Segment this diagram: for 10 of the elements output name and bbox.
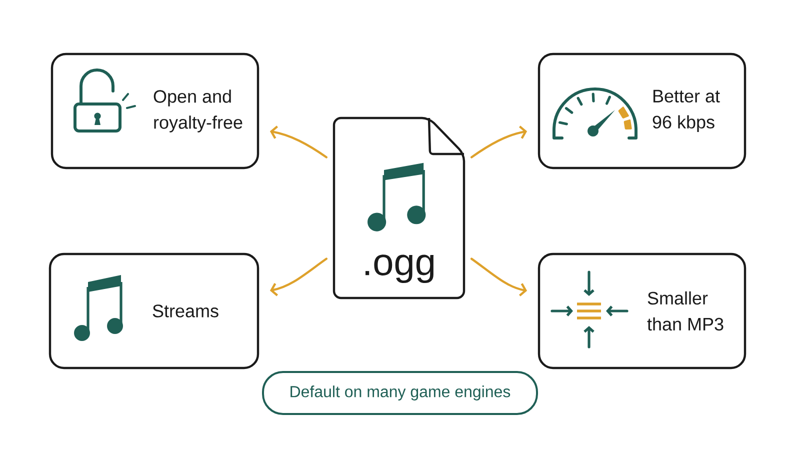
feature-card: Open and royalty-free [50, 52, 260, 170]
feature-card: Smaller than MP3 [538, 252, 746, 370]
feature-card: Better at 96 kbps [538, 52, 746, 170]
caption-pill: Default on many game engines [262, 371, 538, 415]
curved-arrow [270, 258, 328, 296]
curved-arrow [470, 126, 528, 158]
document-page: .ogg [332, 116, 466, 300]
feature-card: Streams [48, 252, 260, 370]
curved-arrow [270, 126, 328, 158]
curved-arrow [470, 258, 528, 296]
